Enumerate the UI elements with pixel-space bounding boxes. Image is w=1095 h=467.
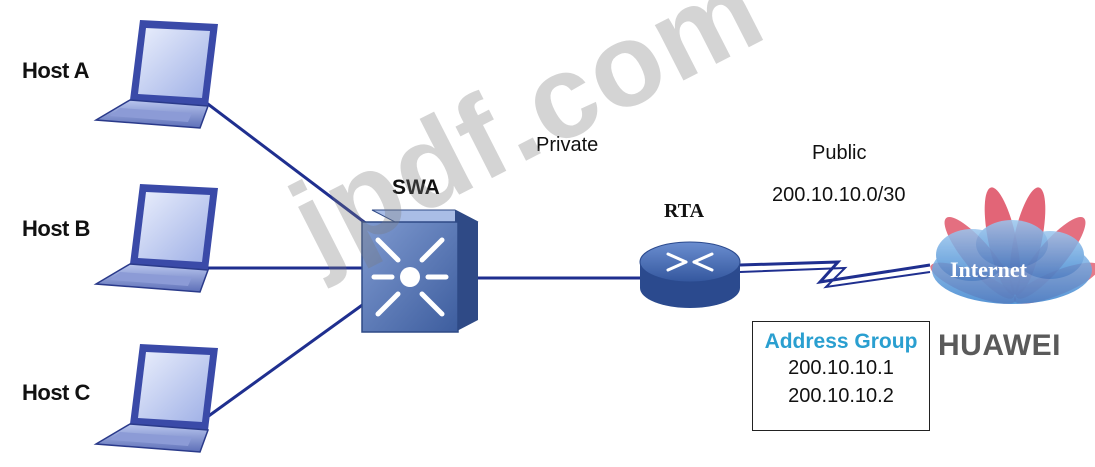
switch-label: SWA	[392, 176, 440, 199]
switch-icon	[361, 209, 479, 333]
address-group-item: 200.10.10.1	[788, 357, 894, 379]
internet-label: Internet	[950, 257, 1027, 282]
address-group-box: Address Group 200.10.10.1 200.10.10.2	[752, 321, 930, 431]
public-serial-link	[739, 260, 931, 289]
host-b-label: Host B	[22, 216, 90, 241]
public-subnet-label: 200.10.10.0/30	[772, 184, 906, 206]
host-a-link	[191, 90, 373, 230]
address-group-title: Address Group	[764, 330, 918, 353]
address-group-item: 200.10.10.2	[788, 385, 894, 407]
host-c-link	[191, 296, 373, 430]
huawei-logo-text: HUAWEI	[938, 329, 1061, 362]
private-link-label: Private	[536, 134, 599, 156]
host-c-laptop-icon	[93, 344, 218, 453]
internet-cloud-icon	[932, 220, 1092, 304]
host-c-label: Host C	[22, 380, 90, 405]
router-label: RTA	[664, 200, 705, 222]
host-b-laptop-icon	[93, 184, 218, 293]
host-a-label: Host A	[22, 58, 90, 83]
router-icon	[639, 241, 741, 308]
public-link-label: Public	[812, 142, 867, 164]
host-a-laptop-icon	[93, 20, 218, 129]
